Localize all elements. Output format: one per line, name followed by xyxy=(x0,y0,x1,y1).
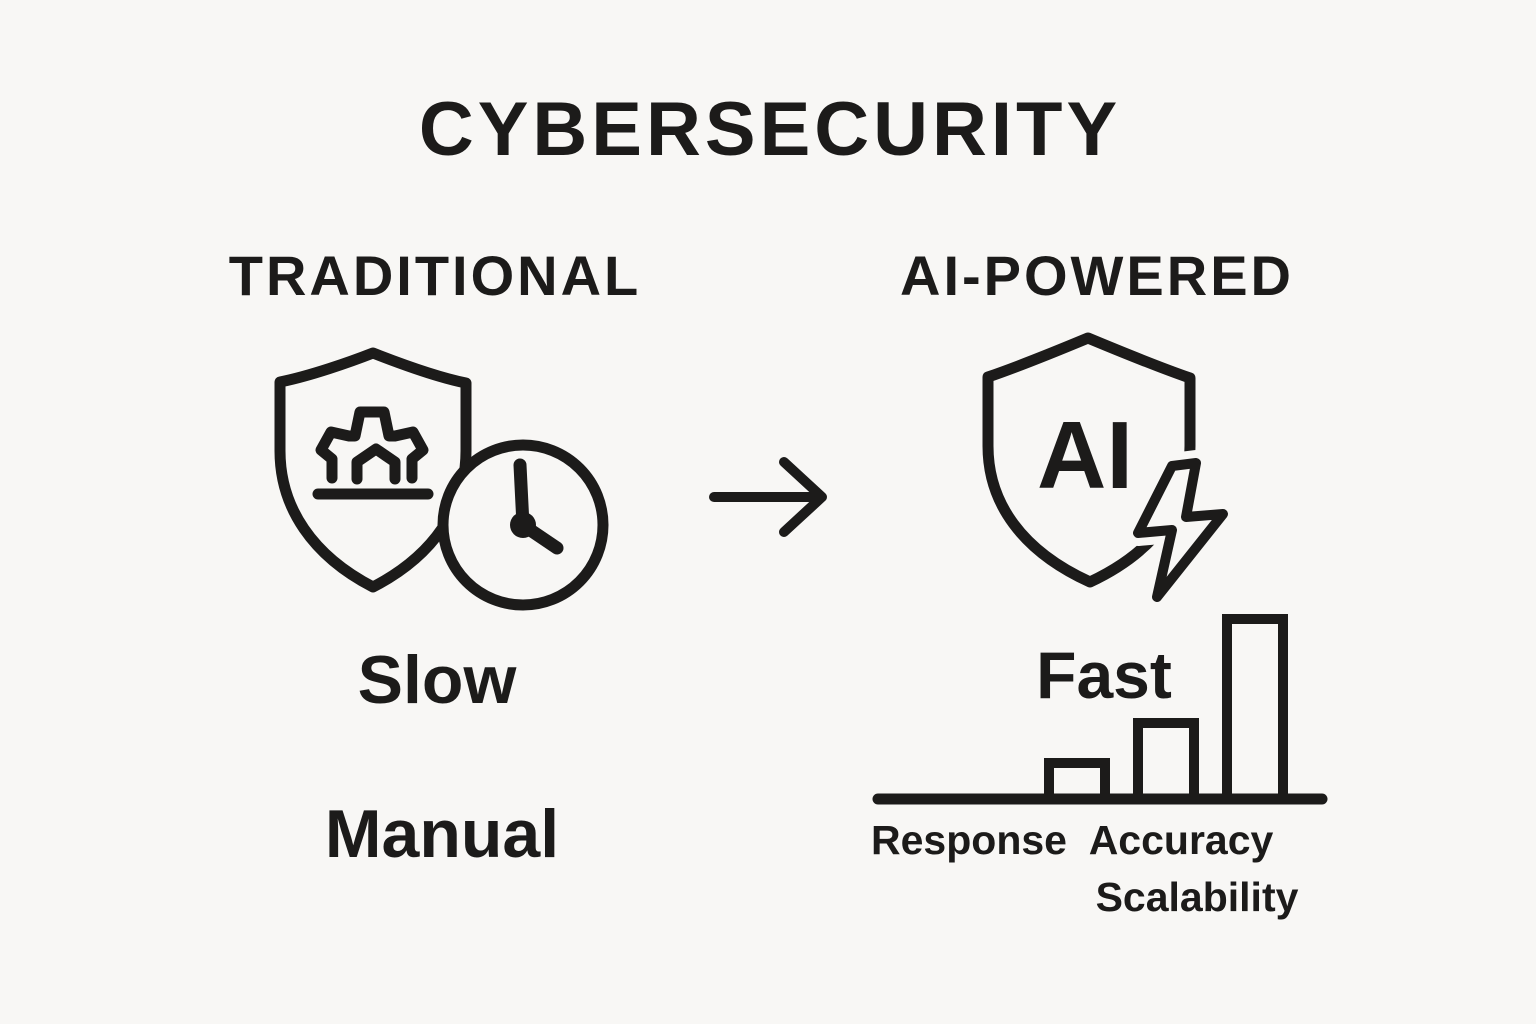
shield-ai-lightning-icon: AI xyxy=(982,332,1236,610)
page-title: CYBERSECURITY xyxy=(418,87,1122,172)
bar-chart xyxy=(872,614,1328,805)
right-arrow-icon xyxy=(709,457,827,537)
shield-outline xyxy=(274,347,472,593)
bar-accuracy xyxy=(1133,718,1199,804)
bar-group xyxy=(1044,614,1288,804)
label-manual: Manual xyxy=(324,796,560,872)
label-slow: Slow xyxy=(357,642,517,718)
shield-gear-clock-icon xyxy=(274,347,609,611)
gear-icon xyxy=(315,406,429,484)
bar-scalability xyxy=(1222,614,1288,804)
shield-outline xyxy=(982,332,1196,588)
chart-label-scalability: Scalability xyxy=(1095,874,1299,920)
chart-label-accuracy: Accuracy xyxy=(1088,817,1274,863)
left-column-heading: TRADITIONAL xyxy=(228,244,642,307)
lightning-bolt-icon xyxy=(1133,458,1228,602)
label-fast: Fast xyxy=(1036,638,1172,712)
right-column-heading: AI-POWERED xyxy=(900,244,1294,307)
chart-label-response: Response xyxy=(871,817,1067,863)
arrow-head xyxy=(779,457,827,537)
shield-ai-text: AI xyxy=(1037,402,1133,509)
gear-arch xyxy=(351,443,401,485)
clock-center-dot xyxy=(510,512,536,538)
